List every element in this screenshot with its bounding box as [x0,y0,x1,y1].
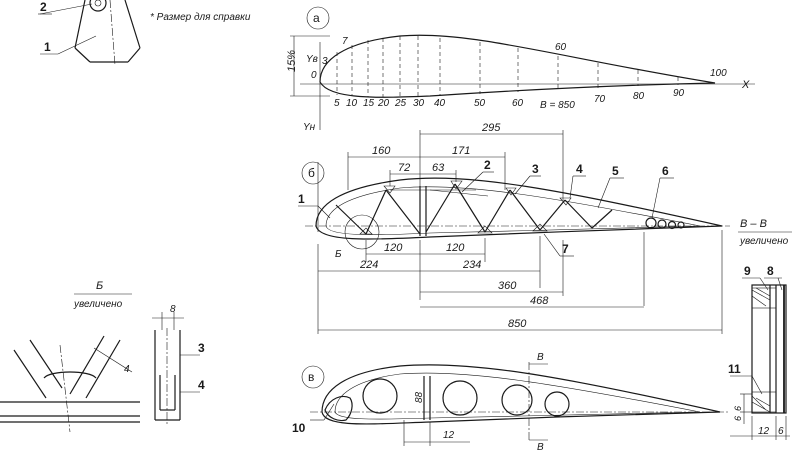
detail-title: Б [96,280,103,292]
station-label: 30 [413,98,425,109]
dim-88: 88 [414,391,425,403]
station-label: 60 [512,98,524,109]
dim-171: 171 [452,145,470,157]
station-label: 20 [377,98,390,109]
view-b-rib: б [298,122,792,334]
thickness-label: 15% [286,50,298,72]
detail-dim-8: 8 [170,304,176,315]
station-label: 5 [334,98,340,109]
zero-label: 0 [311,70,317,81]
detail-b-node: Б увеличено 4 [0,280,140,433]
station-label: 70 [594,94,606,105]
section-title: В – В [740,218,767,230]
yn-label: Yн [303,122,316,133]
view-a-profile: а 15% Yв Yн 0 3 7 60 X B = 850 5 10 15 2… [286,6,755,133]
part-label-2: 2 [40,0,47,14]
part-label-6: 6 [662,164,669,178]
detail-rib-profile: 8 3 4 [152,304,205,424]
station-label: 15 [363,98,375,109]
station-label: 80 [633,91,645,102]
station-label: 50 [474,98,486,109]
station-label: 100 [710,68,727,79]
part-label-2: 2 [484,158,491,172]
part-label-4: 4 [576,162,583,176]
x-axis-label: X [741,79,750,91]
dim-160: 160 [372,145,391,157]
top-mark-60: 60 [555,42,567,53]
chord-label: B = 850 [540,100,575,111]
detail-dim-4: 4 [124,364,130,375]
dim-63: 63 [432,162,445,174]
section-mark-top: В [537,352,544,363]
part-label-4: 4 [198,378,205,392]
detail-subtitle: увеличено [73,299,123,310]
view-v-rib: в В В 88 12 10 [292,352,730,453]
part-label-3: 3 [198,341,205,355]
dim-12: 12 [443,430,455,441]
part-label-1: 1 [298,192,305,206]
station-label: 10 [346,98,358,109]
part-label-8: 8 [767,264,774,278]
station-labels: 5 10 15 20 25 30 40 50 60 70 80 90 100 [334,68,727,109]
part-label-9: 9 [744,264,751,278]
section-dim-6a: 6 [733,406,743,411]
section-dim-12: 12 [758,426,770,437]
section-subtitle: увеличено [739,236,789,247]
top-mark-3: 3 [322,56,328,67]
dim-120-left: 120 [384,242,403,254]
dim-120-right: 120 [446,242,465,254]
reference-note: * Размер для справки [150,12,251,23]
part-label-11: 11 [728,362,741,376]
section-mark-bottom: В [537,442,544,453]
dim-468: 468 [530,295,549,307]
dim-850: 850 [508,318,527,330]
yv-label: Yв [306,54,318,65]
view-letter-v: в [308,370,314,384]
dim-224: 224 [359,259,378,271]
section-bb: 9 8 11 6 6 12 6 [728,264,790,440]
view-letter-b: б [308,166,315,180]
top-mark-7: 7 [342,36,348,47]
part-label-5: 5 [612,164,619,178]
dim-234: 234 [462,259,481,271]
part-label-7: 7 [562,242,569,256]
section-dim-6b: 6 [733,416,743,421]
view-letter-a: а [313,11,320,25]
dim-295: 295 [481,122,501,134]
station-label: 40 [434,98,446,109]
part-label-10: 10 [292,421,306,435]
dim-72: 72 [398,162,410,174]
part-label-3: 3 [532,162,539,176]
detail-b-callout: Б [335,249,342,260]
dim-360: 360 [498,280,517,292]
part-label-1: 1 [44,40,51,54]
rod-fragment: 2 1 [38,0,141,66]
station-label: 25 [394,98,407,109]
station-label: 90 [673,88,685,99]
section-dim-6: 6 [778,426,784,437]
